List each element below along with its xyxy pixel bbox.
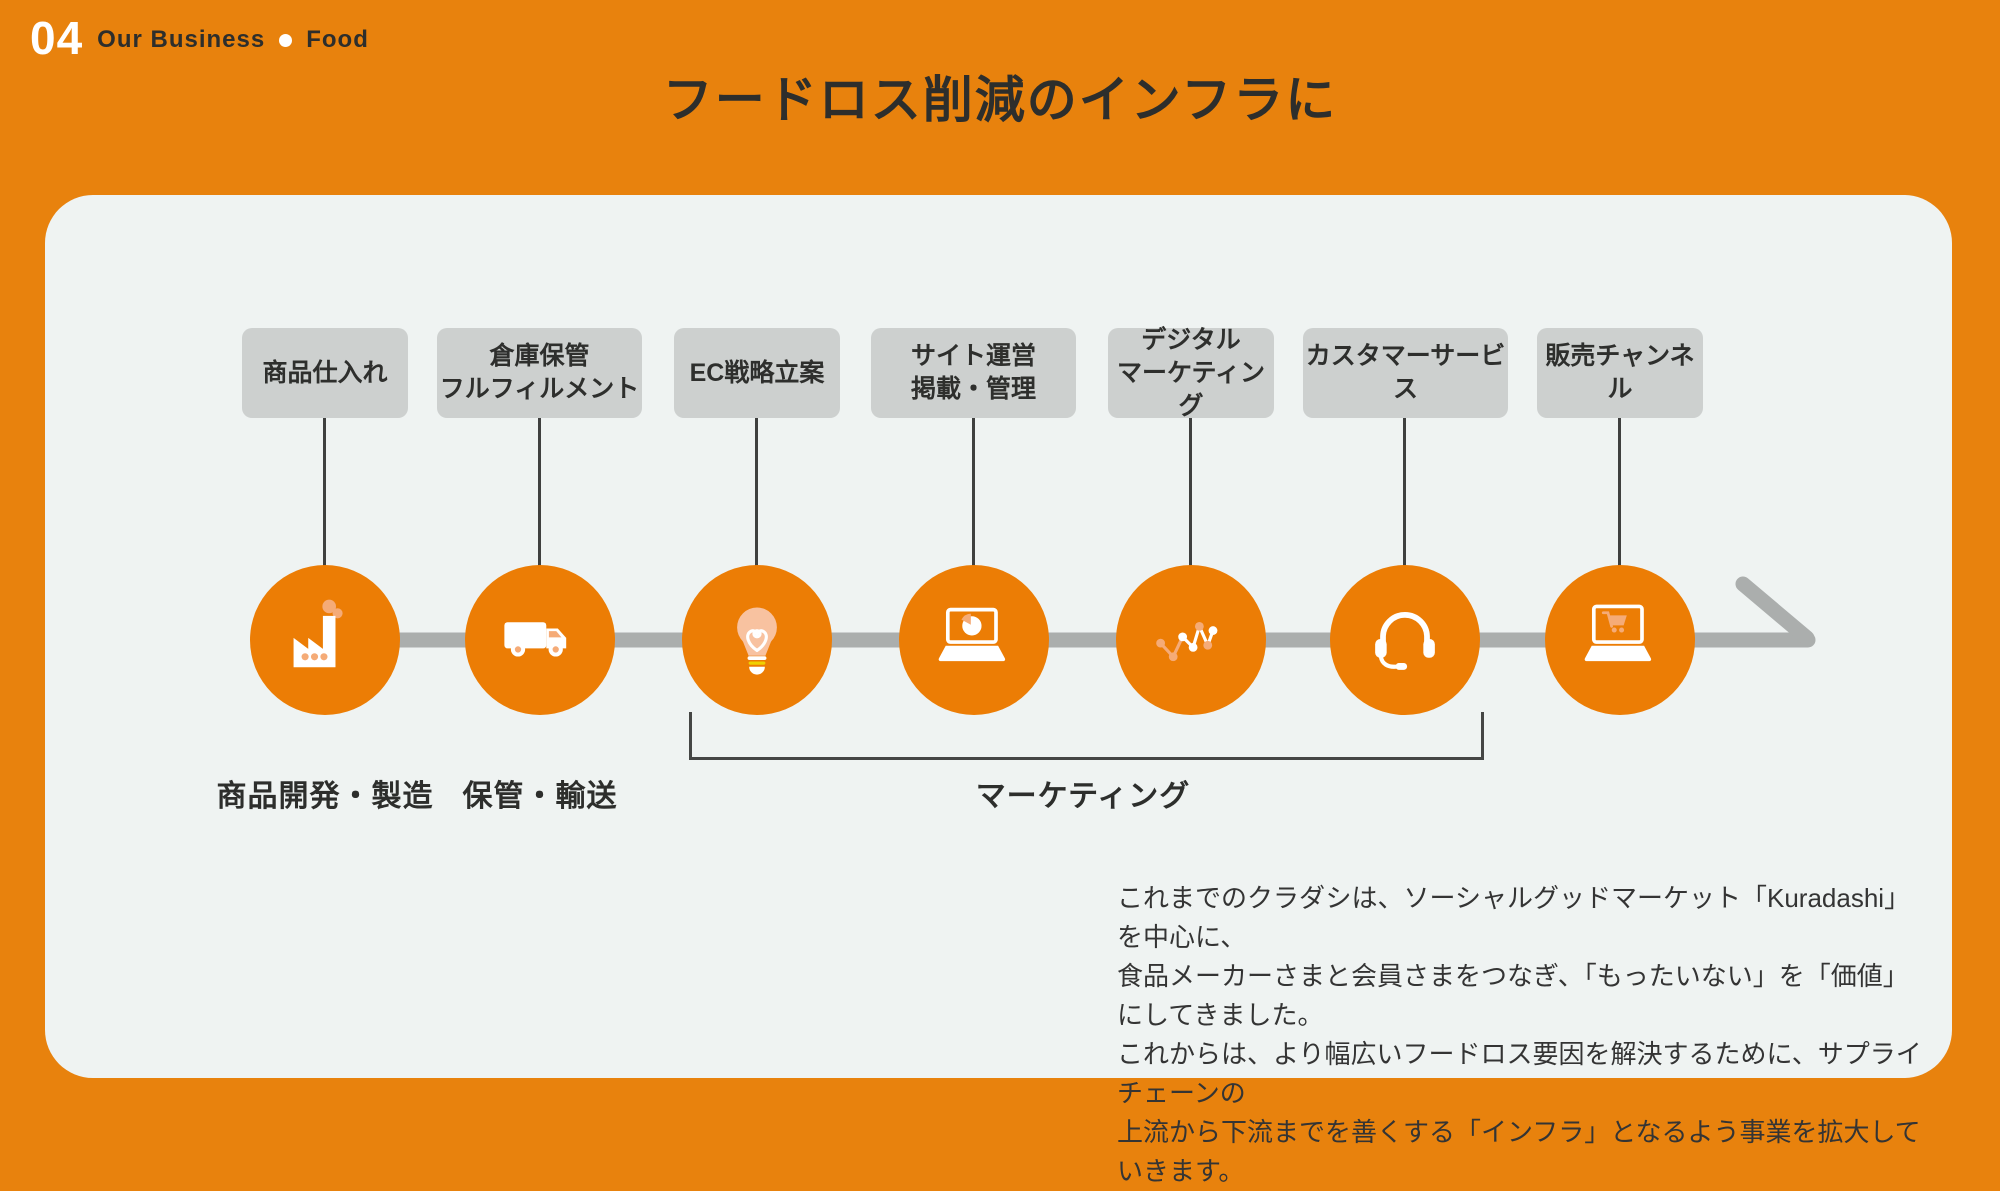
step-circle-sales-channel [1545,565,1695,715]
diagram-panel: 商品仕入れ 倉庫保管 フルフィルメント EC戦略立案 サイト運営 掲載・管理 デ… [45,195,1952,1186]
step-box-sales-channel: 販売チャンネル [1537,328,1703,418]
description-line: 食品メーカーさまと会員さまをつなぎ、「もったいない」を「価値」にしてきました。 [1117,961,1909,1030]
step-box-label: カスタマーサービス [1305,342,1506,403]
step-box-label: マーケティング [1116,358,1265,420]
box-connector-line [1403,418,1406,640]
step-circle-site-operation [899,565,1049,715]
step-box-label: 販売チャンネル [1545,342,1695,403]
breadcrumb-section: Our Business [97,26,266,53]
step-box-procurement: 商品仕入れ [242,328,408,418]
step-box-label: フルフィルメント [439,375,640,403]
stage-label-development: 商品開発・製造 [216,780,434,813]
slide-header: 04 Our Business Food [30,12,369,64]
step-circle-digital-marketing [1116,565,1266,715]
box-connector-line [1618,418,1621,640]
step-box-ec-strategy: EC戦略立案 [674,328,840,418]
step-circle-warehouse [465,565,615,715]
step-box-customer-service: カスタマーサービス [1303,328,1508,418]
step-box-label: 商品仕入れ [262,358,388,387]
laptop-pie-chart-icon [938,607,1006,662]
step-box-label: サイト運営 [910,342,1036,370]
step-box-site-operation: サイト運営 掲載・管理 [871,328,1076,418]
step-box-label: デジタル [1141,325,1241,354]
stage-label-marketing: マーケティング [975,780,1191,813]
marketing-bracket [689,712,1484,760]
headset-icon [1375,611,1435,670]
step-circle-procurement [250,565,400,715]
description-line: これまでのクラダシは、ソーシャルグッドマーケット「Kuradashi」を中心に、 [1117,883,1911,952]
truck-icon [504,622,567,657]
box-connector-line [972,418,975,640]
step-box-digital-marketing: デジタル マーケティング [1108,326,1274,420]
stage-label-storage: 保管・輸送 [462,780,618,813]
description-line: これからは、より幅広いフードロス要因を解決するために、サプライチェーンの [1117,1039,1922,1108]
factory-icon [293,599,343,668]
breadcrumb-category: Food [306,26,369,53]
digital-analytics-icon [1156,621,1218,662]
step-box-warehouse: 倉庫保管 フルフィルメント [437,328,642,418]
page-title: フードロス削減のインフラに [662,72,1338,128]
step-box-label: 倉庫保管 [489,342,590,370]
step-circle-ec-strategy [682,565,832,715]
page-number: 04 [30,12,84,64]
box-connector-line [538,418,541,640]
box-connector-line [755,418,758,640]
box-connector-line [1189,418,1192,640]
laptop-cart-icon [1584,604,1652,662]
lightbulb-icon [737,607,777,675]
breadcrumb-dot-icon [279,33,293,47]
step-box-label: 掲載・管理 [910,375,1036,403]
box-connector-line [323,418,326,640]
step-circle-customer-service [1330,565,1480,715]
step-box-label: EC戦略立案 [689,358,825,387]
